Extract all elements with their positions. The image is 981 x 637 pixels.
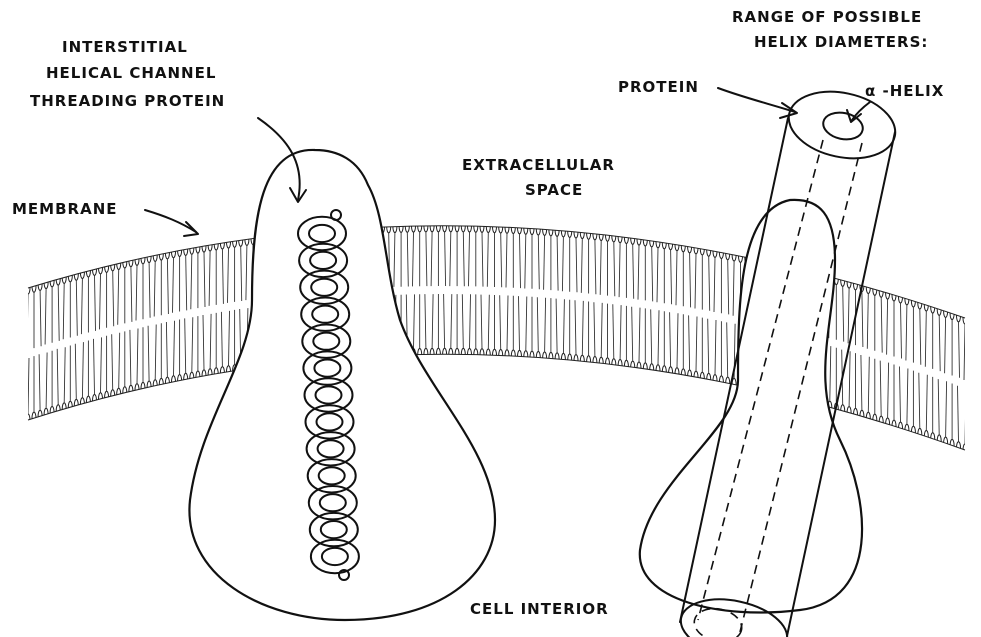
title-line-3: THREADING PROTEIN	[30, 92, 225, 110]
lipid-tail	[619, 243, 621, 360]
lipid-tail	[94, 275, 96, 394]
lipid-tail	[27, 294, 29, 414]
lipid-tail	[63, 283, 65, 403]
lipid-tail	[203, 252, 205, 370]
lipid-tail	[431, 232, 433, 349]
lipid-tail	[506, 233, 508, 350]
alpha-helix-arrow	[852, 102, 870, 120]
lipid-tail	[651, 247, 653, 364]
lipid-tail	[462, 232, 464, 349]
lipid-tail	[81, 279, 83, 398]
lipid-tail	[562, 237, 564, 354]
title-line-1: INTERSTITIAL	[62, 38, 188, 56]
range-label-line-2: HELIX DIAMETERS:	[754, 33, 928, 51]
membrane-arrow	[145, 210, 196, 232]
lipid-tail	[714, 257, 716, 374]
lipid-tail	[575, 238, 577, 355]
protein-label: PROTEIN	[618, 78, 699, 96]
lipid-tail	[166, 259, 168, 377]
lipid-tail	[406, 232, 408, 349]
lipid-tail	[191, 254, 193, 372]
lipid-tail	[228, 248, 230, 366]
lipid-tail	[185, 255, 187, 373]
lipid-tail	[861, 292, 863, 411]
lipid-tail	[938, 315, 940, 435]
lipid-tail	[581, 239, 583, 356]
lipid-tail	[413, 232, 415, 349]
lipid-tail	[727, 260, 729, 377]
lipid-tail	[919, 309, 921, 428]
lipid-tail	[444, 232, 446, 348]
lipid-tail	[964, 324, 966, 444]
lipid-tail	[209, 251, 211, 369]
lipid-tail	[695, 254, 697, 371]
lipid-tail	[900, 303, 902, 422]
lipid-tail	[75, 280, 77, 399]
lipid-tail	[481, 232, 483, 348]
extracellular-label-line-2: SPACE	[525, 181, 583, 199]
lipid-tail	[136, 265, 138, 384]
lipid-tail	[544, 235, 546, 352]
lipid-tail	[519, 234, 521, 351]
threading-protein	[189, 150, 495, 620]
membrane-label: MEMBRANE	[12, 200, 118, 218]
lipid-tail	[425, 232, 427, 349]
lipid-tail	[632, 244, 634, 361]
lipid-tail	[594, 240, 596, 357]
lipid-tail	[638, 245, 640, 362]
lipid-tail	[57, 285, 59, 405]
lipid-tail	[689, 253, 691, 370]
lipid-tail	[118, 270, 120, 389]
lipid-tail	[906, 305, 908, 424]
lipid-tail	[708, 256, 710, 373]
alpha-helix-top-opening	[821, 109, 866, 143]
lipid-tail	[842, 286, 844, 405]
lipid-tail	[537, 235, 539, 352]
lipid-tail	[525, 234, 527, 351]
cell-interior-label: CELL INTERIOR	[470, 600, 609, 618]
lipid-tail	[958, 322, 960, 442]
lipid-tail	[500, 233, 502, 350]
lipid-tail	[925, 311, 927, 431]
range-label-line-1: RANGE OF POSSIBLE	[732, 8, 922, 26]
lipid-tail	[670, 250, 672, 367]
protein-arrow	[718, 88, 795, 112]
alpha-helix-label: α -HELIX	[865, 82, 944, 100]
lipid-tail	[657, 248, 659, 365]
lipid-tail	[130, 267, 132, 386]
lipid-tail	[240, 246, 242, 363]
lipid-tail	[600, 241, 602, 358]
lipid-tail	[867, 294, 869, 413]
lipid-tail	[148, 263, 150, 381]
lipid-tail	[887, 299, 889, 418]
lipid-tail	[39, 290, 41, 410]
lipid-tail	[112, 271, 114, 390]
channel-protein	[640, 82, 902, 637]
lipid-tail	[100, 274, 102, 393]
lipid-tail	[945, 317, 947, 437]
lipid-tail	[613, 242, 615, 359]
lipid-tail	[221, 249, 223, 367]
lipid-tail	[469, 232, 471, 349]
lipid-tail	[45, 289, 47, 409]
lipid-tail	[556, 236, 558, 353]
title-line-2: HELICAL CHANNEL	[46, 64, 216, 82]
lipid-tail	[733, 261, 735, 378]
lipid-tail	[487, 233, 489, 350]
extracellular-label-line-1: EXTRACELLULAR	[462, 156, 615, 174]
channel-protein-body	[640, 200, 862, 613]
lipid-tail	[880, 297, 882, 416]
lipid-tail	[173, 258, 175, 376]
lipid-tail	[450, 232, 452, 348]
lipid-tail	[676, 251, 678, 368]
lipid-tail	[154, 261, 156, 379]
